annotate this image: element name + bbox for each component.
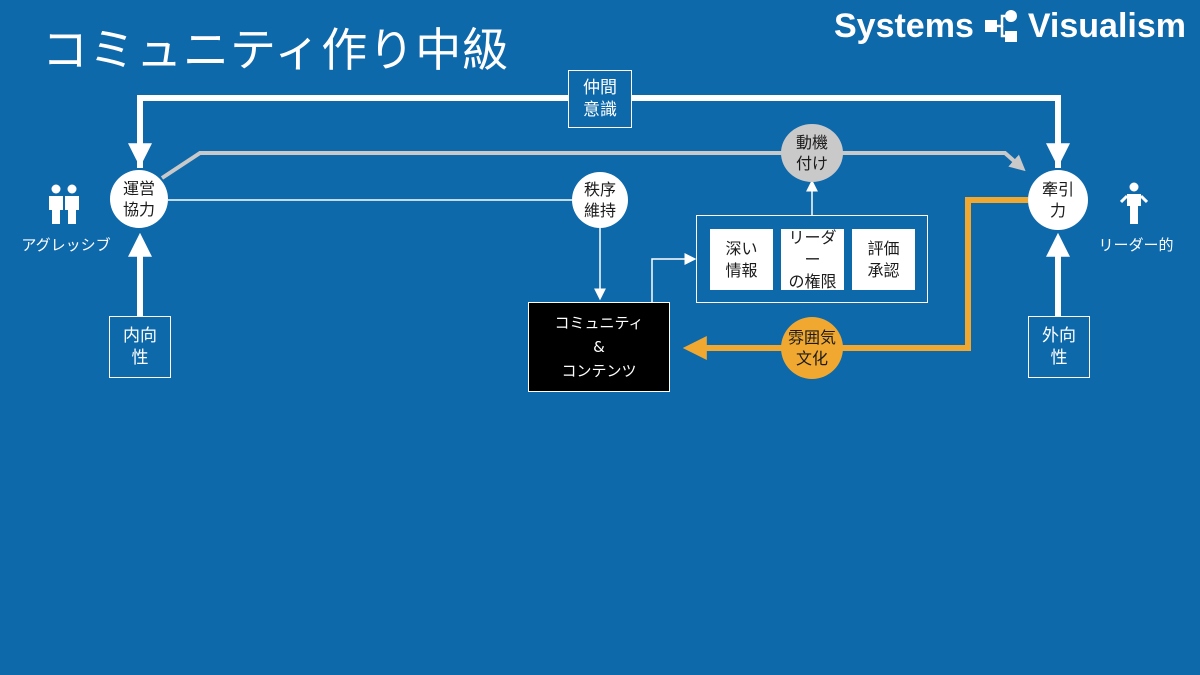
leadership-circle: 牽引 力 bbox=[1028, 170, 1088, 230]
card-deep-info-line1: 深い bbox=[725, 238, 758, 258]
community-contents-box: コミュニティ & コンテンツ bbox=[528, 302, 670, 392]
introvert-line1: 内向 bbox=[123, 326, 157, 346]
community-line3: コンテンツ bbox=[561, 362, 637, 380]
leader-person-icon bbox=[1120, 182, 1148, 224]
card-eval-line1: 評価 bbox=[867, 238, 900, 258]
systems-visualism-logo-icon bbox=[984, 10, 1017, 42]
team-spirit-box: 仲間 意識 bbox=[568, 70, 632, 128]
card-leader-line2: の権限 bbox=[788, 271, 837, 291]
leadership-line1: 牽引 bbox=[1041, 180, 1074, 199]
extrovert-line2: 性 bbox=[1050, 348, 1068, 368]
culture-line2: 文化 bbox=[795, 349, 828, 368]
leader-like-label: リーダー的 bbox=[1098, 236, 1174, 254]
motivation-line2: 付け bbox=[795, 154, 828, 173]
extrovert-line1: 外向 bbox=[1042, 326, 1076, 346]
order-line2: 維持 bbox=[583, 201, 616, 220]
brand-logo: Systems Visualism bbox=[834, 6, 1186, 46]
card-eval-line2: 承認 bbox=[867, 260, 900, 280]
community-line2: & bbox=[593, 338, 605, 356]
introvert-line2: 性 bbox=[131, 348, 149, 368]
team-spirit-line1: 仲間 bbox=[583, 78, 617, 98]
culture-line1: 雰囲気 bbox=[787, 328, 836, 347]
order-line1: 秩序 bbox=[583, 180, 616, 199]
arrow-community-to-cards bbox=[651, 253, 697, 302]
team-spirit-line2: 意識 bbox=[583, 100, 617, 120]
leadership-line2: 力 bbox=[1049, 201, 1066, 220]
extrovert-box: 外向 性 bbox=[1028, 316, 1090, 378]
two-people-icon bbox=[49, 184, 79, 224]
brand-right-text: Visualism bbox=[1027, 6, 1186, 45]
community-line1: コミュニティ bbox=[554, 314, 644, 332]
culture-circle: 雰囲気 文化 bbox=[781, 317, 843, 379]
gray-motivation-line bbox=[160, 151, 1026, 180]
aggressive-label: アグレッシブ bbox=[21, 236, 111, 254]
order-maintenance-circle: 秩序 維持 bbox=[572, 172, 628, 228]
introvert-box: 内向 性 bbox=[109, 316, 171, 378]
card-leader-line1: リーダー bbox=[788, 227, 837, 269]
coop-line2: 協力 bbox=[122, 200, 155, 219]
motivation-circle: 動機 付け bbox=[781, 124, 843, 182]
card-deep-info: 深い 情報 bbox=[710, 229, 773, 290]
card-deep-info-line2: 情報 bbox=[725, 260, 758, 280]
card-evaluation: 評価 承認 bbox=[852, 229, 915, 290]
page-title: コミュニティ作り中級 bbox=[42, 23, 510, 77]
card-leader-authority: リーダー の権限 bbox=[781, 227, 844, 291]
coop-line1: 運営 bbox=[122, 179, 155, 198]
brand-left-text: Systems bbox=[833, 6, 974, 45]
motivation-line1: 動機 bbox=[795, 133, 828, 152]
operation-cooperation-circle: 運営 協力 bbox=[110, 170, 168, 228]
